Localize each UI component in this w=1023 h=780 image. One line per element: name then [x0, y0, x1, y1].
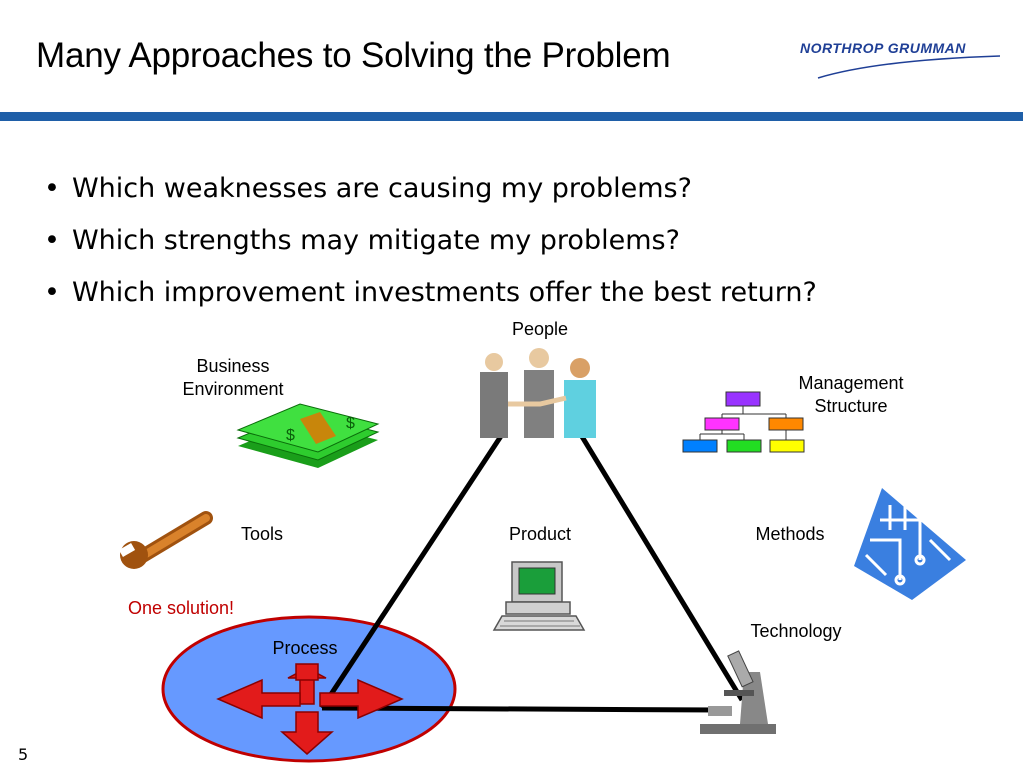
bullet-item: Which improvement investments offer the … [44, 267, 817, 319]
label-product: Product [508, 524, 572, 544]
page-number: 5 [18, 745, 29, 764]
label-technology: Technology [750, 621, 842, 641]
logo-text: NORTHROP GRUMMAN [800, 40, 966, 56]
label-process: Process [272, 638, 338, 658]
title-rule [0, 112, 1023, 121]
label-tools: Tools [240, 524, 284, 544]
label-one-solution: One solution! [127, 598, 235, 618]
label-business-environment: Business Environment [182, 356, 284, 399]
wrench-icon [118, 511, 213, 569]
northrop-grumman-logo: NORTHROP GRUMMAN [788, 34, 1003, 84]
label-management-structure: Management Structure [798, 373, 904, 416]
process-arrows-icon [216, 663, 404, 755]
circuit-chip-icon [854, 488, 966, 600]
money-stack-icon: $ $ [236, 403, 380, 468]
bullet-item: Which weaknesses are causing my problems… [44, 163, 817, 215]
triangle-diagram [319, 428, 745, 713]
logo-swoosh-icon [817, 55, 1001, 79]
svg-text:$: $ [346, 415, 355, 432]
computer-icon [492, 561, 586, 631]
org-chart-icon [682, 391, 805, 453]
bullet-list: Which weaknesses are causing my problems… [44, 163, 817, 319]
microscope-icon [700, 650, 776, 734]
people-handshake-icon [480, 348, 596, 438]
bullet-item: Which strengths may mitigate my problems… [44, 215, 817, 267]
label-methods: Methods [755, 524, 825, 544]
slide-title: Many Approaches to Solving the Problem [36, 36, 671, 75]
label-people: People [511, 319, 569, 339]
svg-text:$: $ [286, 427, 295, 444]
